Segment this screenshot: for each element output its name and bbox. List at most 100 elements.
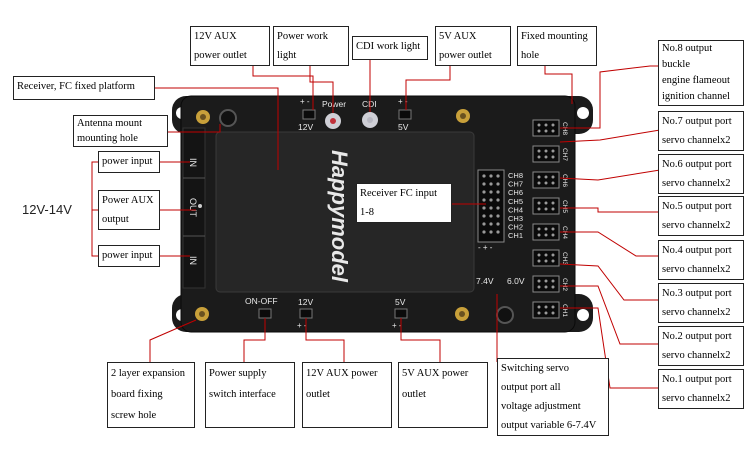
output-ch-label: CH2 — [561, 278, 568, 291]
callout-output-5: No.5 output port servo channelx2 — [658, 196, 744, 236]
header-pin — [551, 285, 555, 289]
output-ch-label: CH7 — [561, 148, 568, 161]
antenna-mount-hole — [219, 109, 237, 127]
callout-output-2: No.2 output port servo channelx2 — [658, 326, 744, 366]
receiver-ch-label: CH7 — [508, 180, 523, 189]
header-pin — [551, 227, 555, 231]
silk-5v-top: 5V — [398, 122, 409, 132]
receiver-ch-label: CH3 — [508, 214, 523, 223]
header-pin — [551, 155, 555, 159]
header-pin — [551, 149, 555, 153]
callout-aux12-bottom: 12V AUX power outlet — [302, 362, 392, 428]
callout-output-4: No.4 output port servo channelx2 — [658, 240, 744, 280]
header-pin — [544, 123, 548, 127]
aux12-top-connector — [302, 109, 316, 120]
header-pin — [537, 285, 541, 289]
aux12-bottom-connector — [299, 308, 313, 319]
header-pin — [551, 175, 555, 179]
output-header — [532, 301, 560, 319]
receiver-ch-label: CH4 — [508, 205, 523, 214]
header-pin — [544, 175, 548, 179]
silk-minus-plus: - + - — [478, 243, 493, 252]
bottom-right-hole — [496, 306, 514, 324]
header-pin — [544, 129, 548, 133]
callout-expansion-hole: 2 layer expansion board fixing screw hol… — [107, 362, 195, 428]
callout-power-input-2: power input — [98, 245, 160, 267]
header-pin — [544, 253, 548, 257]
callout-cdi-light: CDI work light — [352, 36, 428, 60]
header-pin — [551, 253, 555, 257]
silk-onoff: ON-OFF — [245, 296, 278, 306]
output-header — [532, 249, 560, 267]
power-switch-connector — [258, 308, 272, 319]
silk-12v-top: 12V — [298, 122, 313, 132]
header-pin — [544, 279, 548, 283]
header-pin — [537, 175, 541, 179]
silk-out: OUT — [188, 198, 198, 218]
receiver-input-header — [477, 169, 505, 243]
silk-6-0v: 6.0V — [507, 276, 525, 286]
header-pin — [537, 129, 541, 133]
header-pin — [551, 201, 555, 205]
header-pin — [551, 259, 555, 263]
silk-power: Power — [322, 99, 346, 109]
header-pin — [544, 181, 548, 185]
header-pin — [537, 123, 541, 127]
header-pin — [544, 311, 548, 315]
callout-output-6: No.6 output port servo channelx2 — [658, 154, 744, 194]
receiver-ch-label: CH2 — [508, 223, 523, 232]
output-ch-label: CH4 — [561, 226, 568, 239]
output-header — [532, 171, 560, 189]
header-pin — [537, 311, 541, 315]
receiver-ch-label: CH8 — [508, 171, 523, 180]
output-ch-label: CH8 — [561, 122, 568, 135]
output-header — [532, 223, 560, 241]
aux5-top-connector — [398, 109, 412, 120]
header-pin — [544, 207, 548, 211]
callout-power-light: Power work light — [273, 26, 349, 66]
silk-pm-12-bottom: + - — [297, 321, 307, 330]
callout-output-7: No.7 output port servo channelx2 — [658, 111, 744, 151]
receiver-ch-label: CH5 — [508, 197, 523, 206]
output-header — [532, 275, 560, 293]
header-pin — [537, 181, 541, 185]
output-ch-label: CH6 — [561, 174, 568, 187]
output-header — [532, 119, 560, 137]
header-pin — [544, 305, 548, 309]
callout-output-8: No.8 output buckle engine flameout ignit… — [658, 40, 744, 106]
silk-in-bottom: IN — [188, 256, 198, 265]
header-pin — [551, 311, 555, 315]
callout-aux5-top: 5V AUX power outlet — [435, 26, 511, 66]
header-pin — [537, 155, 541, 159]
silk-pm-12: + - — [300, 97, 310, 106]
output-header — [532, 197, 560, 215]
callout-aux12-top: 12V AUX power outlet — [190, 26, 270, 66]
header-pin — [544, 259, 548, 263]
header-pin — [544, 155, 548, 159]
header-pin — [551, 123, 555, 127]
silk-pm-5: + - — [398, 97, 408, 106]
header-pin — [551, 129, 555, 133]
output-ch-label: CH3 — [561, 252, 568, 265]
header-pin — [537, 259, 541, 263]
callout-servo-switch: Switching servo output port all voltage … — [497, 358, 609, 436]
header-pin — [537, 207, 541, 211]
receiver-platform — [215, 131, 475, 293]
callout-power-switch: Power supply switch interface — [205, 362, 295, 428]
output-ch-label: CH1 — [561, 304, 568, 317]
silk-12v-bottom: 12V — [298, 297, 313, 307]
receiver-ch-label: CH1 — [508, 231, 523, 240]
header-pin — [551, 181, 555, 185]
silk-cdi: CDI — [362, 99, 377, 109]
header-pin — [537, 253, 541, 257]
aux5-bottom-connector — [394, 308, 408, 319]
header-pin — [551, 279, 555, 283]
silk-5v-bottom: 5V — [395, 297, 406, 307]
output-headers — [532, 119, 560, 319]
callout-power-input-1: power input — [98, 151, 160, 173]
leader-lines — [91, 54, 661, 389]
output-header — [532, 145, 560, 163]
callout-aux5-bottom: 5V AUX power outlet — [398, 362, 488, 428]
